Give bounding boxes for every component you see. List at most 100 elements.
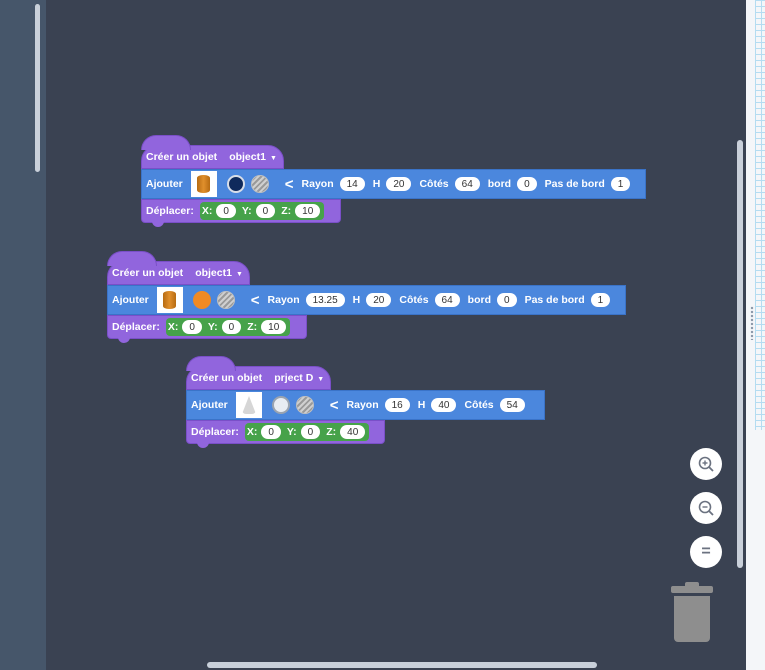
shape-picker[interactable] [156,287,183,313]
y-label: Y: [241,205,252,217]
param-label: Côtés [464,399,494,411]
viewer-grid [755,0,765,430]
sides-input[interactable]: 54 [499,398,525,412]
zoom-out-icon [698,500,714,516]
create-object-label: Créer un objet [191,372,263,384]
sides-input[interactable]: 64 [454,177,480,191]
param-label: Rayon [267,294,300,306]
create-object-label: Créer un objet [112,267,184,279]
x-input[interactable]: 0 [216,204,236,218]
xyz-group: X: 0 Y: 0 Z: 10 [199,202,325,220]
y-input[interactable]: 0 [255,204,276,218]
color-swatch[interactable] [271,396,290,414]
zoom-in-button[interactable] [690,448,722,480]
block-notch [197,442,209,448]
height-input[interactable]: 20 [386,177,412,191]
add-shape-block[interactable]: Ajouter < Rayon 14 H 20 Côtés 64 bord 0 … [141,169,646,199]
z-label: Z: [326,426,337,438]
y-label: Y: [286,426,297,438]
param-label: H [372,178,381,190]
border-input[interactable]: 0 [517,177,537,191]
trash-icon[interactable] [671,582,713,642]
cone-icon [241,396,256,414]
radius-input[interactable]: 16 [384,398,410,412]
move-label: Déplacer: [191,426,239,438]
param-label: H [352,294,361,306]
collapse-arrow-icon[interactable]: < [284,175,294,193]
move-block[interactable]: Déplacer: X: 0 Y: 0 Z: 10 [141,199,341,227]
param-label: Pas de bord [544,178,605,190]
chevron-down-icon: ▼ [269,155,277,162]
y-label: Y: [207,321,218,333]
x-label: X: [246,426,258,438]
zoom-out-button[interactable] [690,492,722,524]
object-dropdown[interactable]: object1▼ [229,151,277,163]
color-swatch[interactable] [192,291,211,309]
shape-picker[interactable] [190,171,217,197]
z-label: Z: [281,205,292,217]
z-input[interactable]: 40 [340,425,366,439]
collapse-arrow-icon[interactable]: < [329,396,339,414]
param-label: Rayon [301,178,334,190]
toolbox-scrollbar[interactable] [35,4,40,172]
shape-picker[interactable] [235,392,262,418]
z-label: Z: [247,321,258,333]
create-object-block[interactable]: Créer un objet object1▼ [141,135,284,169]
reset-zoom-button[interactable]: = [690,536,722,568]
x-input[interactable]: 0 [182,320,202,334]
add-shape-block[interactable]: Ajouter < Rayon 16 H 40 Côtés 54 [186,390,545,420]
param-label: bord [467,294,491,306]
create-object-label: Créer un objet [146,151,218,163]
y-input[interactable]: 0 [300,425,321,439]
move-label: Déplacer: [146,205,194,217]
texture-swatch[interactable] [295,396,314,414]
add-label: Ajouter [112,294,149,306]
z-input[interactable]: 10 [261,320,287,334]
y-input[interactable]: 0 [221,320,242,334]
add-label: Ajouter [146,178,183,190]
zoom-in-icon [698,456,714,472]
x-label: X: [201,205,213,217]
block-notch [118,337,130,343]
cylinder-icon [197,175,211,193]
border-input[interactable]: 0 [497,293,517,307]
texture-swatch[interactable] [216,291,235,309]
param-label: Côtés [399,294,429,306]
trash-body [674,596,710,642]
collapse-arrow-icon[interactable]: < [250,291,260,309]
object-dropdown[interactable]: prject D▼ [274,372,325,384]
create-object-block[interactable]: Créer un objet object1▼ [107,251,250,285]
color-swatch[interactable] [226,175,245,193]
workspace-vertical-scrollbar[interactable] [737,140,743,568]
param-label: H [417,399,426,411]
block-notch [152,221,164,227]
move-label: Déplacer: [112,321,160,333]
move-block[interactable]: Déplacer: X: 0 Y: 0 Z: 10 [107,315,307,343]
param-label: Pas de bord [524,294,585,306]
chevron-down-icon: ▼ [235,271,243,278]
height-input[interactable]: 20 [366,293,392,307]
border-step-input[interactable]: 1 [590,293,611,307]
create-object-block[interactable]: Créer un objet prject D▼ [186,356,331,390]
param-label: bord [487,178,512,190]
resize-handle[interactable] [750,306,754,340]
move-block[interactable]: Déplacer: X: 0 Y: 0 Z: 40 [186,420,385,448]
z-input[interactable]: 10 [295,204,321,218]
radius-input[interactable]: 13.25 [305,293,345,307]
add-shape-block[interactable]: Ajouter < Rayon 13.25 H 20 Côtés 64 bord… [107,285,626,315]
chevron-down-icon: ▼ [317,376,325,383]
sides-input[interactable]: 64 [434,293,460,307]
param-label: Côtés [419,178,449,190]
texture-swatch[interactable] [250,175,269,193]
height-input[interactable]: 40 [431,398,457,412]
workspace-horizontal-scrollbar[interactable] [207,662,597,668]
x-input[interactable]: 0 [261,425,281,439]
add-label: Ajouter [191,399,228,411]
border-step-input[interactable]: 1 [610,177,631,191]
object-dropdown[interactable]: object1▼ [195,267,243,279]
radius-input[interactable]: 14 [339,177,365,191]
xyz-group: X: 0 Y: 0 Z: 40 [244,423,370,441]
cylinder-icon [163,291,177,309]
reset-icon: = [701,543,711,560]
x-label: X: [167,321,179,333]
